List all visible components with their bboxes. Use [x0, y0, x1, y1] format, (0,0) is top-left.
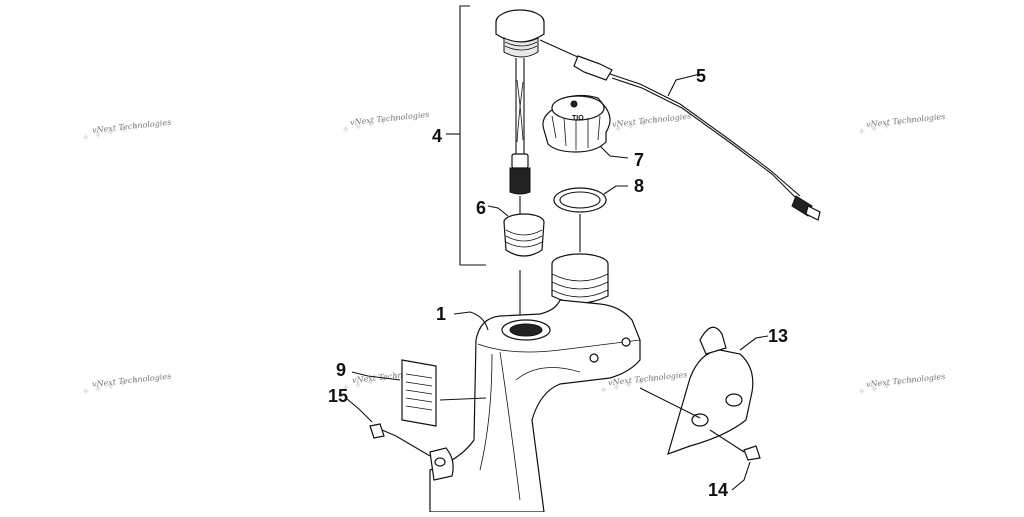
screw-15: [369, 423, 397, 439]
leader-1: [453, 311, 489, 331]
watermark-2: ✦ ✦ ✦ ✦ ✦ vNext Technologies: [340, 110, 430, 137]
fuel-tank: [429, 253, 641, 513]
watermark-3: ✦ ✦ ✦ ✦ ✦ vNext Technologies: [600, 112, 692, 139]
watermark-5: ✦ ✦ ✦ ✦ ✦ vNext Technologies: [80, 372, 172, 399]
watermark-8: ✦ ✦ ✦ ✦ ✦ vNext Technologies: [856, 372, 946, 399]
wire-harness: [573, 55, 821, 221]
callout-13: 13: [768, 326, 788, 346]
leader-15: [345, 397, 373, 423]
leader-9: [351, 371, 401, 381]
leader-7: [599, 145, 629, 159]
leader-14: [731, 461, 751, 491]
callout-4: 4: [432, 126, 442, 146]
leader-8: [603, 185, 628, 195]
fuel-sender-assembly: [495, 9, 545, 195]
leader-6: [487, 205, 509, 217]
callout-7: 7: [634, 150, 644, 170]
callout-15: 15: [328, 386, 348, 406]
callout-14: 14: [708, 480, 728, 500]
callout-6: 6: [476, 198, 486, 218]
callout-5: 5: [696, 66, 706, 86]
leader-13: [739, 335, 769, 351]
watermark-4: ✦ ✦ ✦ ✦ ✦ vNext Technologies: [856, 112, 946, 139]
warning-decal: [401, 359, 437, 427]
grommet: [503, 213, 545, 257]
group-4-bracket: [459, 5, 486, 266]
leader-5: [667, 73, 701, 97]
callout-9: 9: [336, 360, 346, 380]
svg-text:TIO: TIO: [572, 115, 584, 122]
sender-wire: [539, 39, 581, 59]
heat-shield: [667, 326, 754, 455]
screw-14: [709, 429, 761, 461]
callout-1: 1: [436, 304, 446, 324]
callout-8: 8: [634, 176, 644, 196]
fuel-cap: TIO: [542, 94, 611, 153]
watermark-1: ✦ ✦ ✦ ✦ ✦ vNext Technologies: [80, 118, 172, 145]
